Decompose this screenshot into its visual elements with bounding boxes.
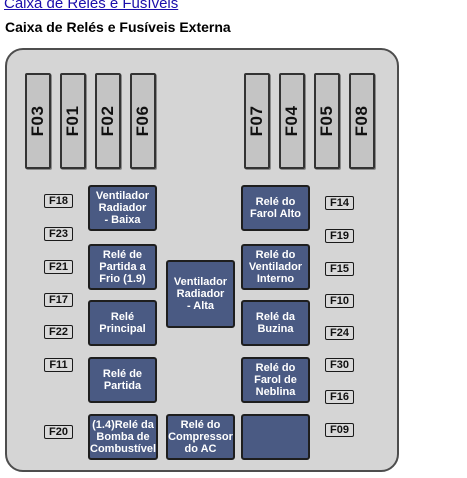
relay-principal: Relé Principal: [88, 300, 157, 346]
fuse-f01: F01: [60, 73, 86, 169]
relay-buzina: Relé da Buzina: [241, 300, 310, 346]
fuse-f08: F08: [349, 73, 375, 169]
relay-partida-a-frio: Relé de Partida a Frio (1.9): [88, 244, 157, 290]
relay-partida: Relé de Partida: [88, 357, 157, 403]
fuse-f14: F14: [325, 196, 354, 210]
fuse-box-link[interactable]: Caixa de Relés e Fusíveis: [4, 0, 179, 12]
fuse-f18: F18: [44, 194, 73, 208]
fuse-f20: F20: [44, 425, 73, 439]
relay-farol-neblina: Relé do Farol de Neblina: [241, 357, 310, 403]
relay-ventilador-radiador-baixa: Ventilador Radiador - Baixa: [88, 185, 157, 231]
page-subtitle: Caixa de Relés e Fusíveis Externa: [5, 19, 231, 35]
fuse-f06: F06: [130, 73, 156, 169]
fuse-f16: F16: [325, 390, 354, 404]
relay-compressor-ac: Relé do Compressor do AC: [166, 414, 235, 460]
fuse-f24: F24: [325, 326, 354, 340]
fuse-f17: F17: [44, 293, 73, 307]
relay-bomba-combustivel: (1.4)Relé da Bomba de Combustível: [88, 414, 158, 460]
relay-farol-alto: Relé do Farol Alto: [241, 185, 310, 231]
fuse-f05: F05: [314, 73, 340, 169]
fuse-f19: F19: [325, 229, 354, 243]
relay-ventilador-radiador-alta: Ventilador Radiador - Alta: [166, 260, 235, 328]
fuse-f30: F30: [325, 358, 354, 372]
fuse-f09: F09: [325, 423, 354, 437]
fuse-f22: F22: [44, 325, 73, 339]
relay-blank: [241, 414, 310, 460]
fuse-f02: F02: [95, 73, 121, 169]
fuse-f15: F15: [325, 262, 354, 276]
fuse-f11: F11: [44, 358, 73, 372]
relay-ventilador-interno: Relé do Ventilador Interno: [241, 244, 310, 290]
fuse-f21: F21: [44, 260, 73, 274]
fuse-f07: F07: [244, 73, 270, 169]
fuse-f10: F10: [325, 294, 354, 308]
fuse-f04: F04: [279, 73, 305, 169]
fuse-f03: F03: [25, 73, 51, 169]
fuse-f23: F23: [44, 227, 73, 241]
